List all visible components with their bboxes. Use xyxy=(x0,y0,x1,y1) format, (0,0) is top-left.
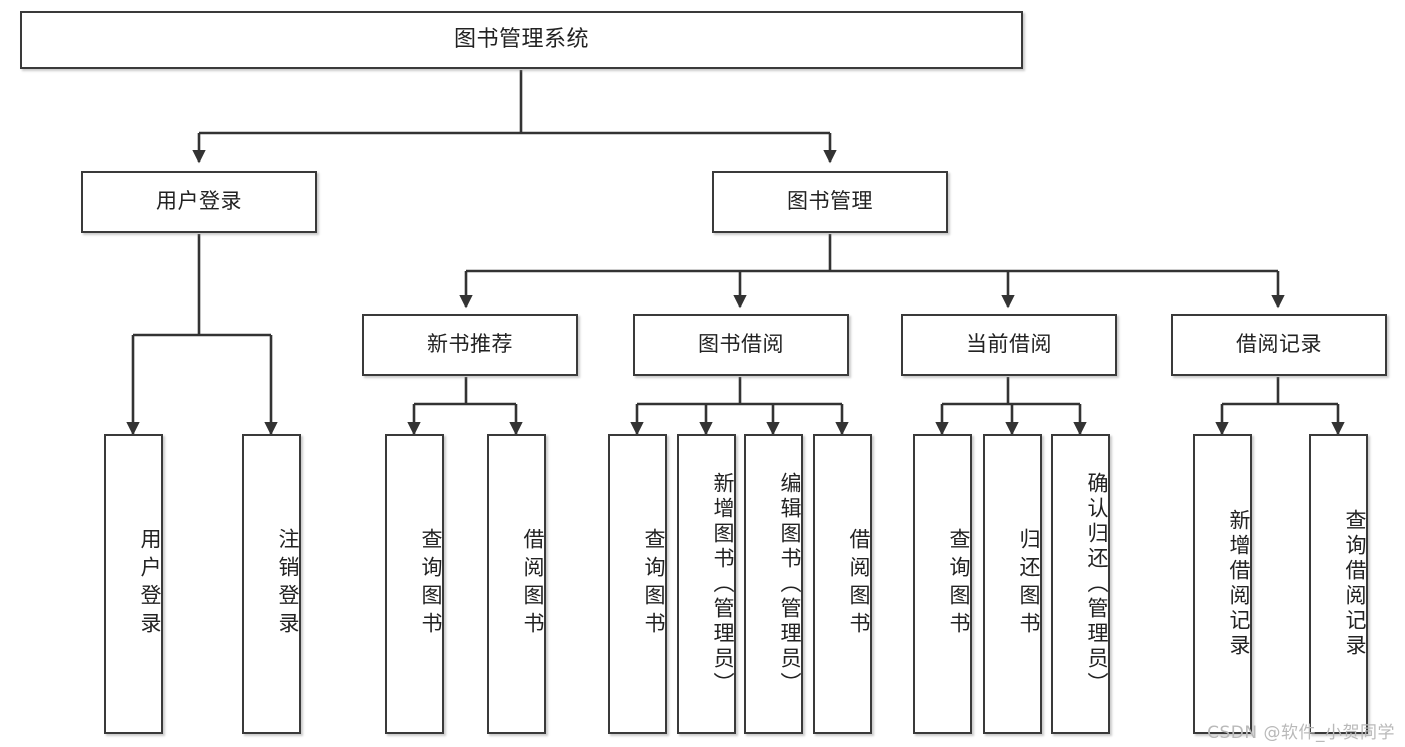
leaf-edit-book[interactable]: 编辑图书（管理员） xyxy=(744,434,803,734)
node-borrow-record[interactable]: 借阅记录 xyxy=(1171,314,1387,376)
leaf-return-book[interactable]: 归还图书 xyxy=(983,434,1042,734)
leaf-confirm-return-label: 确认归还（管理员） xyxy=(1085,471,1109,697)
leaf-user-login[interactable]: 用户登录 xyxy=(104,434,163,734)
node-book-manage-label: 图书管理 xyxy=(787,189,873,214)
leaf-query-book-2[interactable]: 查询图书 xyxy=(608,434,667,734)
node-book-borrow[interactable]: 图书借阅 xyxy=(633,314,849,376)
node-new-book-rec[interactable]: 新书推荐 xyxy=(362,314,578,376)
leaf-borrow-book-1[interactable]: 借阅图书 xyxy=(487,434,546,734)
leaf-query-book-1-label: 查询图书 xyxy=(419,528,443,640)
node-root-label: 图书管理系统 xyxy=(453,26,589,52)
node-user-login[interactable]: 用户登录 xyxy=(81,171,317,233)
leaf-return-book-label: 归还图书 xyxy=(1017,528,1041,640)
leaf-borrow-book-2[interactable]: 借阅图书 xyxy=(813,434,872,734)
node-user-login-label: 用户登录 xyxy=(156,189,242,214)
leaf-query-book-3[interactable]: 查询图书 xyxy=(913,434,972,734)
node-borrow-record-label: 借阅记录 xyxy=(1236,332,1322,357)
leaf-query-book-2-label: 查询图书 xyxy=(642,528,666,640)
node-root[interactable]: 图书管理系统 xyxy=(20,11,1023,69)
leaf-query-book-3-label: 查询图书 xyxy=(947,528,971,640)
leaf-add-book-label: 新增图书（管理员） xyxy=(711,471,735,697)
watermark: CSDN @软件_小贺同学 xyxy=(1207,723,1395,743)
node-current-borrow-label: 当前借阅 xyxy=(966,332,1052,357)
leaf-user-logout-label: 注销登录 xyxy=(276,528,300,640)
node-current-borrow[interactable]: 当前借阅 xyxy=(901,314,1117,376)
leaf-user-login-label: 用户登录 xyxy=(138,528,162,640)
leaf-borrow-book-1-label: 借阅图书 xyxy=(521,528,545,640)
leaf-query-record-label: 查询借阅记录 xyxy=(1343,509,1367,659)
leaf-confirm-return[interactable]: 确认归还（管理员） xyxy=(1051,434,1110,734)
leaf-query-book-1[interactable]: 查询图书 xyxy=(385,434,444,734)
leaf-query-record[interactable]: 查询借阅记录 xyxy=(1309,434,1368,734)
leaf-edit-book-label: 编辑图书（管理员） xyxy=(778,471,802,697)
leaf-add-book[interactable]: 新增图书（管理员） xyxy=(677,434,736,734)
leaf-borrow-book-2-label: 借阅图书 xyxy=(847,528,871,640)
leaf-add-record[interactable]: 新增借阅记录 xyxy=(1193,434,1252,734)
leaf-add-record-label: 新增借阅记录 xyxy=(1227,509,1251,659)
node-book-manage[interactable]: 图书管理 xyxy=(712,171,948,233)
leaf-user-logout[interactable]: 注销登录 xyxy=(242,434,301,734)
node-book-borrow-label: 图书借阅 xyxy=(698,332,784,357)
node-new-book-rec-label: 新书推荐 xyxy=(427,332,513,357)
